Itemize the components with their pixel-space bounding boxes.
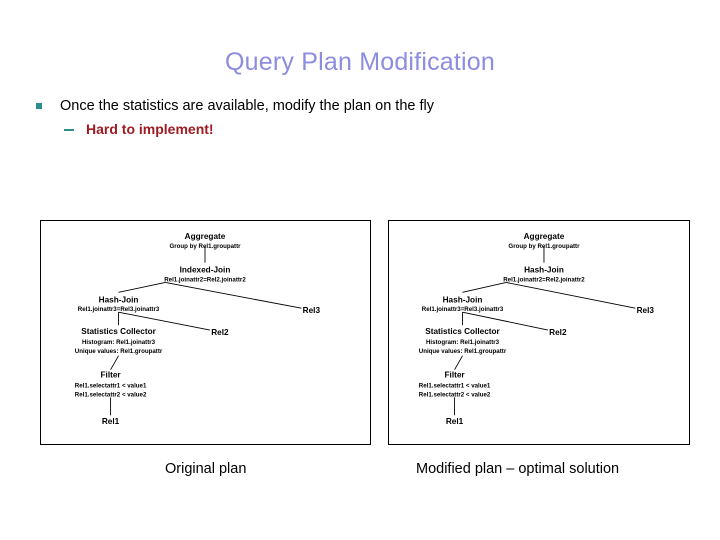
- node-rel2-label: Rel2: [549, 328, 567, 337]
- node-rel3-label: Rel3: [637, 306, 655, 315]
- edge-hashjoin-rel2: [118, 311, 211, 331]
- node-statistics-collector-sub-1: Histogram: Rel1.joinattr3: [426, 339, 500, 346]
- bullet-item-primary-label: Once the statistics are available, modif…: [60, 98, 434, 114]
- node-rel1-label: Rel1: [446, 417, 464, 426]
- edge-topjoin-rel3: [506, 282, 636, 309]
- dash-bullet-icon: [64, 129, 74, 131]
- original-plan-caption: Original plan: [165, 461, 247, 477]
- edge-hashjoin-rel2: [462, 311, 549, 331]
- bullet-item-sub-label: Hard to implement!: [86, 121, 214, 137]
- node-hash-join-title: Hash-Join: [443, 295, 483, 304]
- page-title: Query Plan Modification: [224, 48, 495, 76]
- original-plan-tree: Aggregate Group by Rel1.groupattr Indexe…: [75, 232, 321, 426]
- original-plan-diagram: Aggregate Group by Rel1.groupattr Indexe…: [40, 220, 371, 445]
- bullet-item-primary: Once the statistics are available, modif…: [36, 96, 696, 116]
- node-statistics-collector-sub-1: Histogram: Rel1.joinattr3: [82, 339, 156, 346]
- node-hash-join-sub-1: Rel1.joinattr3=Rel3.joinattr3: [78, 306, 160, 313]
- edge-topjoin-hashjoin: [462, 282, 507, 293]
- node-rel2-label: Rel2: [211, 328, 229, 337]
- node-aggregate-sub-1: Group by Rel1.groupattr: [508, 243, 580, 250]
- edge-stats-filter: [110, 355, 119, 370]
- node-rel1-label: Rel1: [102, 417, 120, 426]
- node-aggregate-sub-1: Group by Rel1.groupattr: [169, 243, 241, 250]
- node-filter-sub-2: Rel1.selectattr2 < value2: [419, 391, 491, 398]
- node-statistics-collector-title: Statistics Collector: [81, 327, 156, 336]
- edge-topjoin-rel3: [165, 282, 302, 309]
- node-filter-sub-1: Rel1.selectattr1 < value1: [75, 383, 147, 390]
- node-top-join-sub-1: Rel1.joinattr2=Rel2.joinattr2: [503, 276, 585, 283]
- node-filter-title: Filter: [445, 371, 466, 380]
- node-rel3-label: Rel3: [303, 306, 321, 315]
- node-top-join-title: Indexed-Join: [180, 266, 231, 275]
- modified-plan-diagram: Aggregate Group by Rel1.groupattr Hash-J…: [388, 220, 690, 445]
- modified-plan-caption: Modified plan – optimal solution: [416, 461, 620, 477]
- node-aggregate-title: Aggregate: [185, 232, 226, 241]
- node-hash-join-sub-1: Rel1.joinattr3=Rel3.joinattr3: [422, 306, 504, 313]
- edge-topjoin-hashjoin: [118, 282, 166, 293]
- node-filter-title: Filter: [101, 371, 122, 380]
- modified-plan-tree: Aggregate Group by Rel1.groupattr Hash-J…: [419, 232, 655, 426]
- bullet-list: Once the statistics are available, modif…: [36, 96, 696, 141]
- edge-stats-filter: [454, 355, 463, 370]
- node-filter-sub-1: Rel1.selectattr1 < value1: [419, 383, 491, 390]
- node-statistics-collector-sub-2: Unique values: Rel1.groupattr: [419, 348, 507, 355]
- node-filter-sub-2: Rel1.selectattr2 < value2: [75, 391, 147, 398]
- node-top-join-sub-1: Rel1.joinattr2=Rel2.joinattr2: [164, 276, 246, 283]
- node-aggregate-title: Aggregate: [524, 232, 565, 241]
- node-statistics-collector-title: Statistics Collector: [425, 327, 500, 336]
- node-statistics-collector-sub-2: Unique values: Rel1.groupattr: [75, 348, 163, 355]
- node-hash-join-title: Hash-Join: [99, 295, 139, 304]
- bullet-item-sub: Hard to implement!: [64, 120, 696, 139]
- square-bullet-icon: [36, 103, 42, 109]
- node-top-join-title: Hash-Join: [524, 266, 564, 275]
